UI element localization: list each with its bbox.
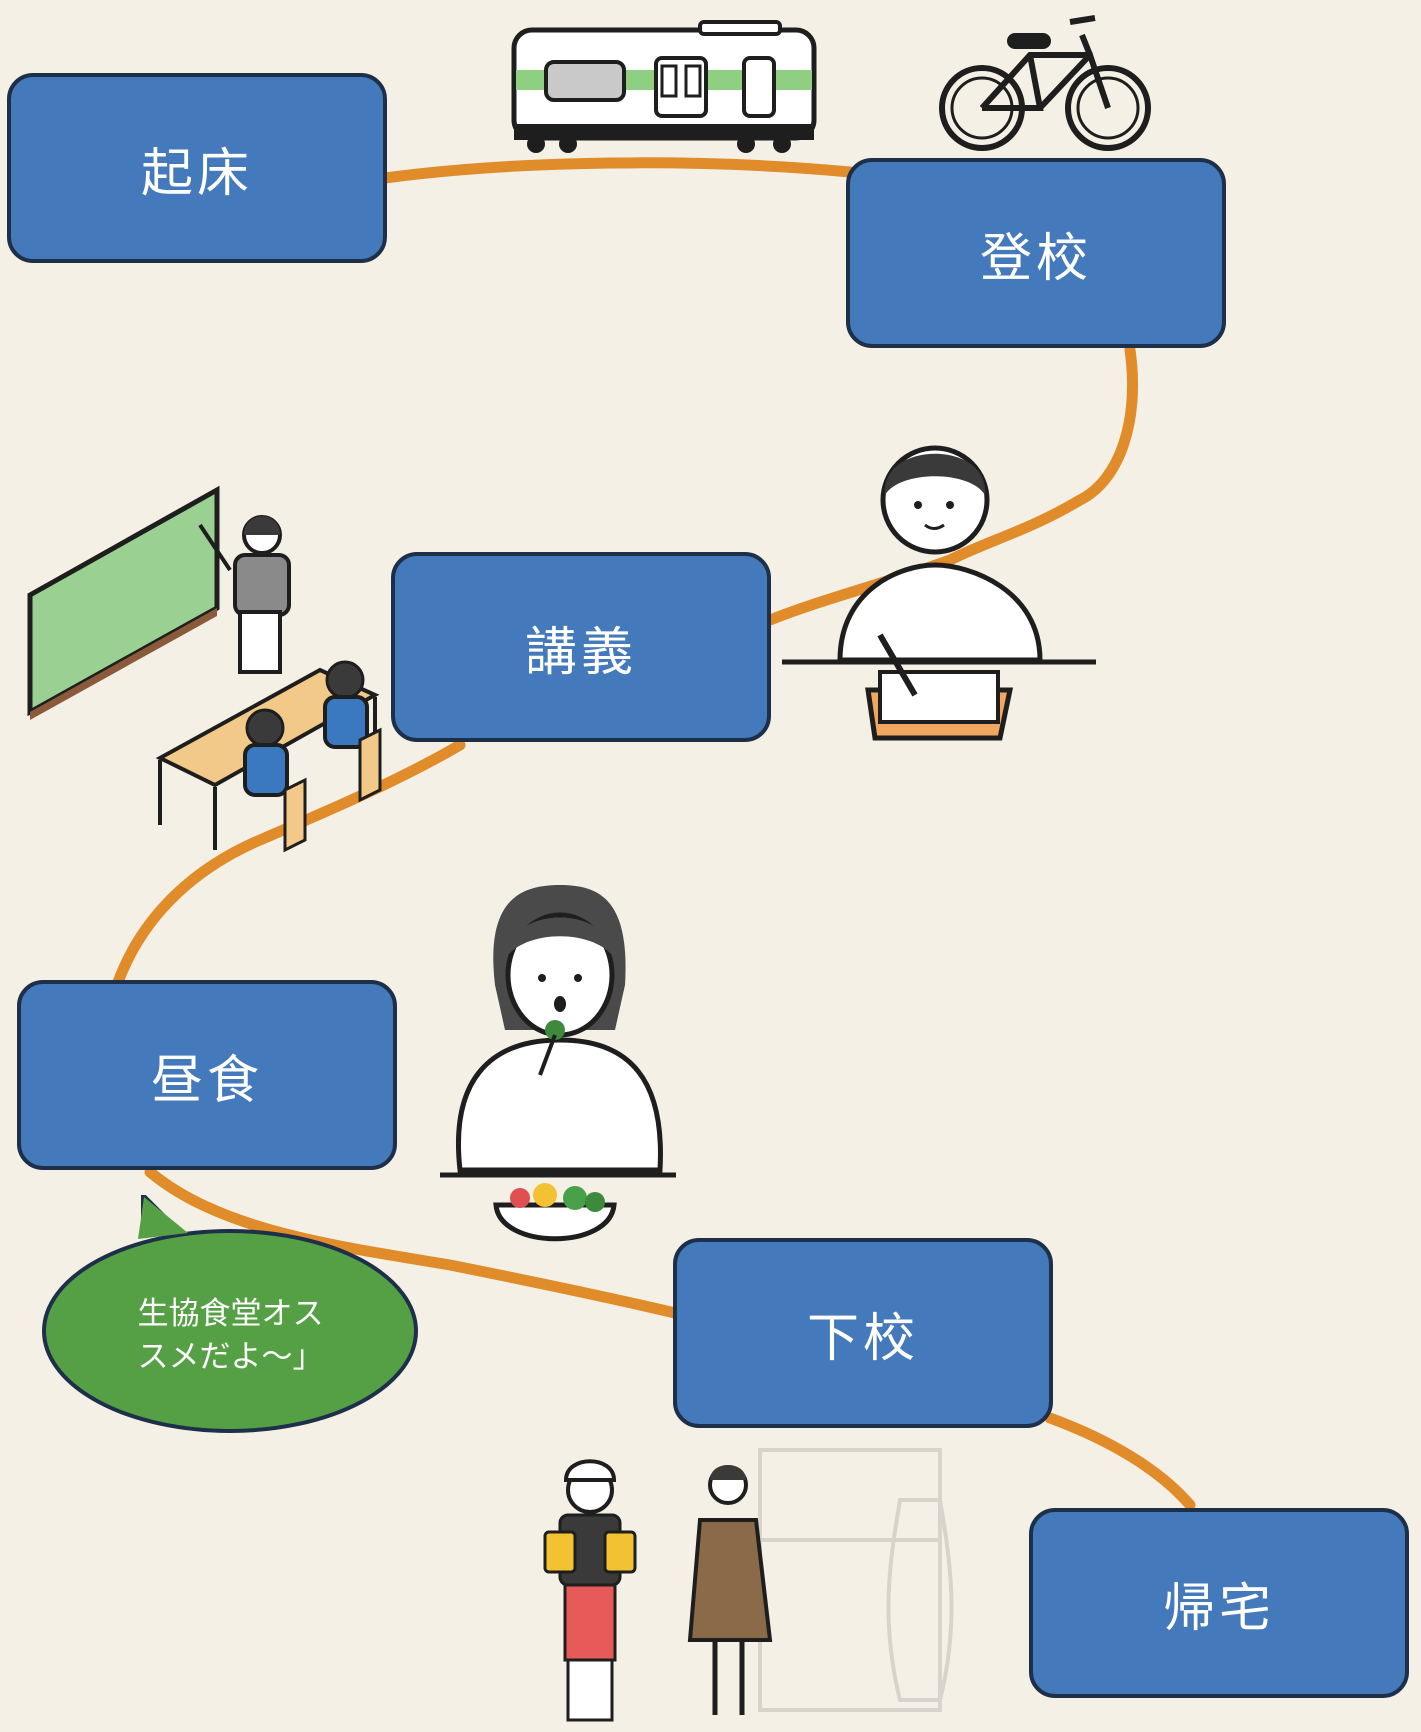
student-writing-icon <box>782 445 1096 741</box>
woman-eating-salad-icon <box>440 885 676 1242</box>
speech-bubble-shape <box>42 1195 418 1433</box>
step-lunch: 昼食 <box>17 980 397 1170</box>
step-lunch-label: 昼食 <box>150 1050 263 1111</box>
speech-bubble-line-1: 生協食堂オス <box>137 1296 324 1332</box>
speech-bubble: 生協食堂オス スメだよ～」 <box>38 1195 423 1435</box>
step-leave-label: 下校 <box>806 1308 919 1369</box>
step-lecture: 講義 <box>391 552 771 742</box>
speech-bubble-text: 生協食堂オス スメだよ～」 <box>108 1293 353 1379</box>
step-home: 帰宅 <box>1029 1508 1409 1698</box>
step-wake: 起床 <box>7 73 387 263</box>
step-leave: 下校 <box>673 1238 1053 1428</box>
train-icon <box>511 20 817 153</box>
step-lecture-label: 講義 <box>524 622 637 683</box>
step-home-label: 帰宅 <box>1162 1578 1275 1639</box>
step-commute: 登校 <box>846 158 1226 348</box>
speech-bubble-line-2: スメだよ～」 <box>137 1339 324 1375</box>
waiter-with-drinks-icon <box>543 1459 637 1722</box>
classroom-icon <box>27 485 382 853</box>
bicycle-icon <box>939 15 1151 151</box>
step-commute-label: 登校 <box>979 228 1092 289</box>
step-wake-label: 起床 <box>140 143 253 204</box>
clothing-shop-clerk-icon <box>687 1448 954 1715</box>
